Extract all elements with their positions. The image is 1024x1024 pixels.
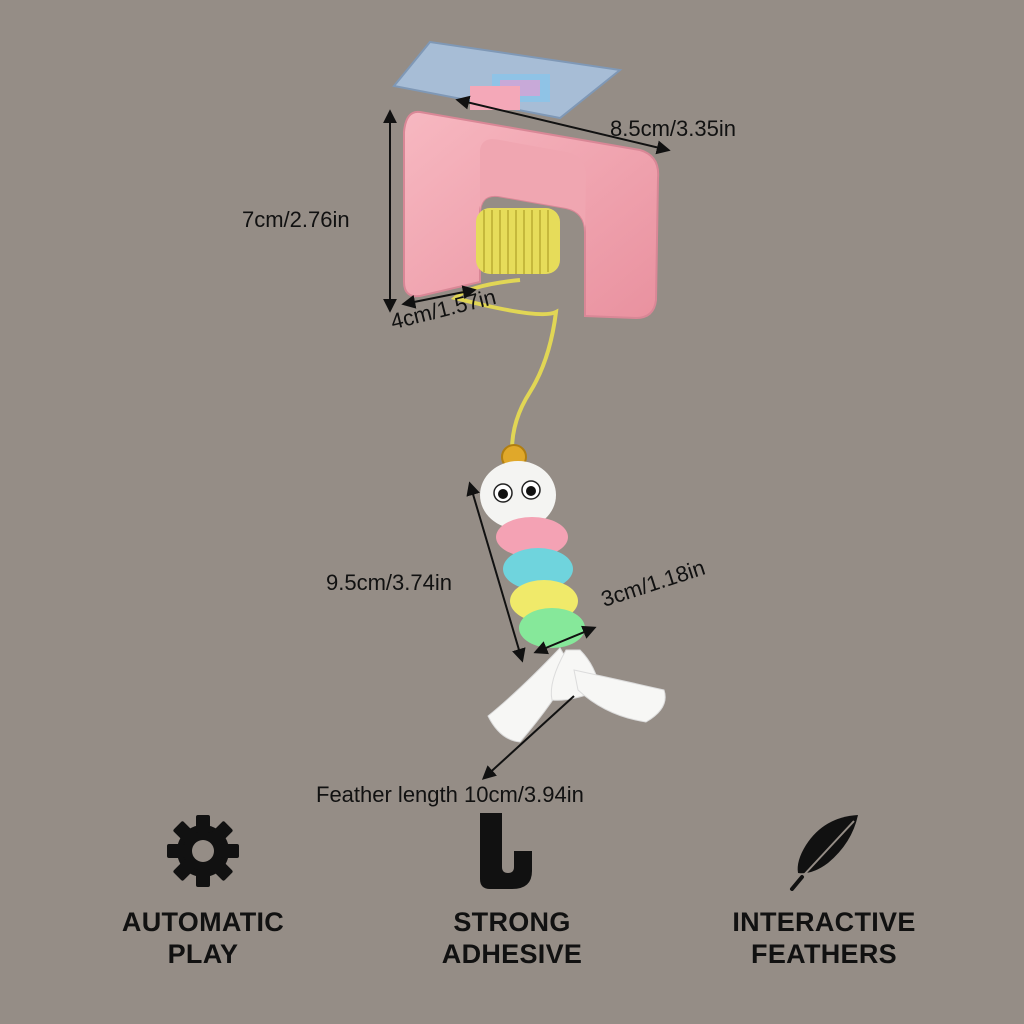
feather-length-label: Feather length 10cm/3.94in [316, 782, 584, 807]
dimension-arrows [383, 95, 671, 780]
caterpillar-toy [480, 461, 585, 648]
feature-line2: FEATHERS [751, 939, 897, 969]
feature-line2: PLAY [167, 939, 239, 969]
toy-length-dimension-label: 9.5cm/3.74in [326, 570, 452, 595]
feature-strong-adhesive: STRONG ADHESIVE [382, 810, 642, 970]
adhesive-mount [392, 40, 623, 120]
feature-line1: STRONG [453, 907, 571, 937]
coil-spring [476, 208, 560, 274]
hook-icon [382, 810, 642, 892]
width-dimension-label: 8.5cm/3.35in [610, 116, 736, 141]
toy-housing [403, 110, 660, 320]
feature-line2: ADHESIVE [441, 939, 583, 969]
feather-icon [694, 810, 954, 892]
feathers [487, 647, 666, 743]
gear-icon [73, 810, 333, 892]
feature-interactive-feathers: INTERACTIVE FEATHERS [694, 810, 954, 970]
height-dimension-label: 7cm/2.76in [242, 207, 350, 232]
feature-line1: INTERACTIVE [732, 907, 916, 937]
feature-line1: AUTOMATIC [121, 907, 285, 937]
feature-automatic-play: AUTOMATIC PLAY [73, 810, 333, 970]
